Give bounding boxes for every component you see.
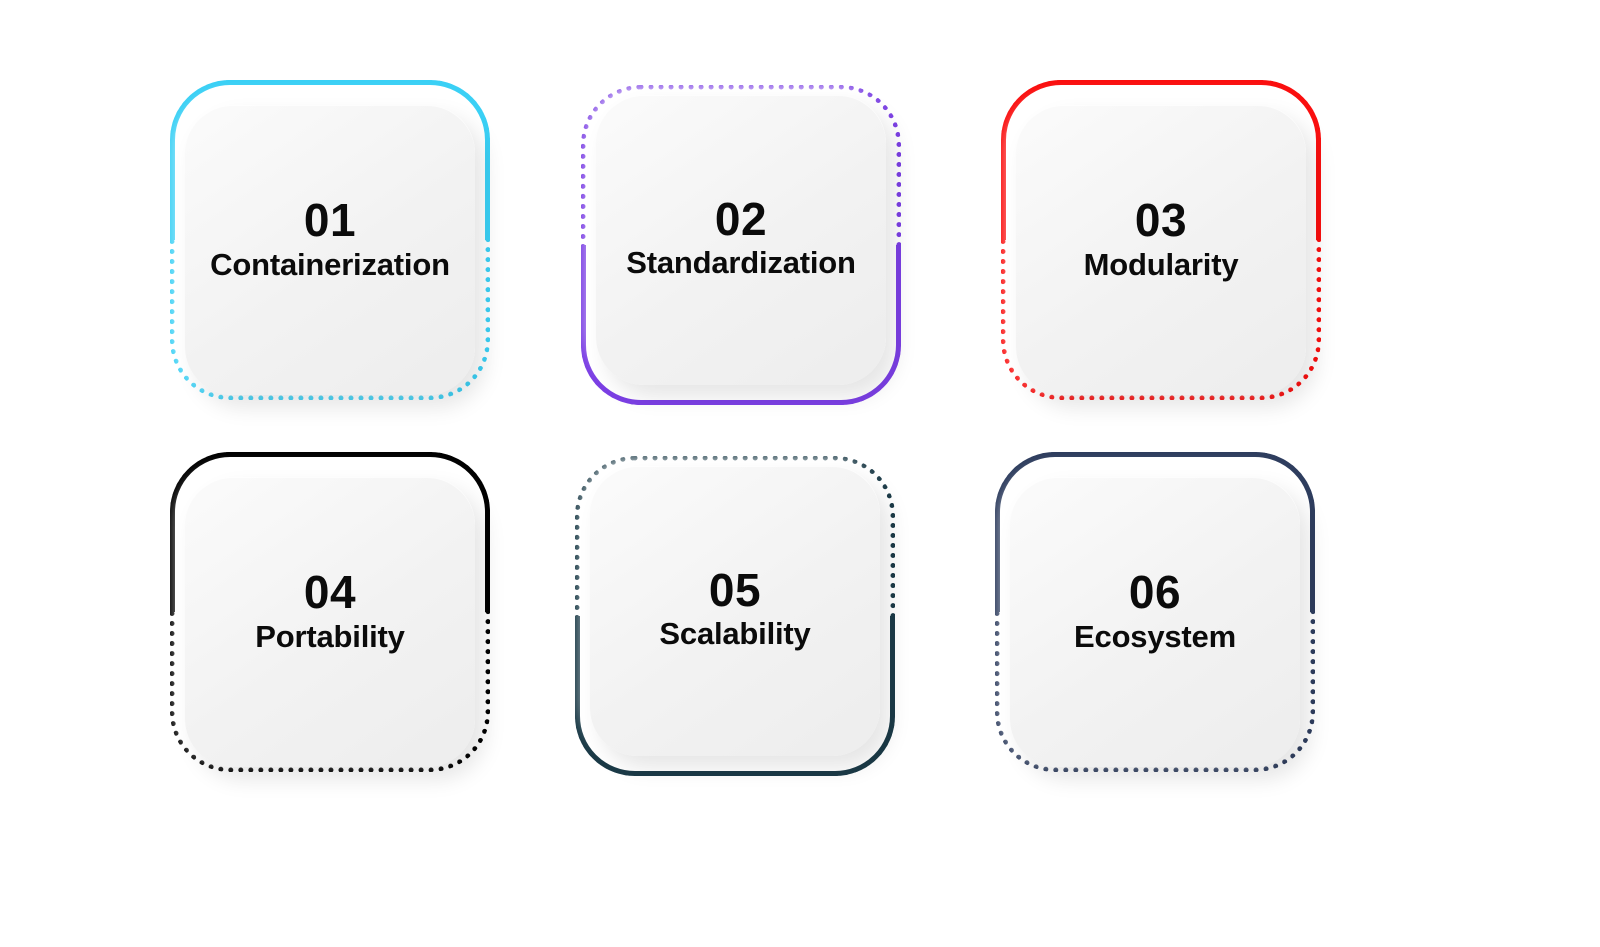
card-solid-border: [575, 616, 895, 776]
card-surface: [1016, 105, 1306, 395]
card-solid-border: [170, 80, 490, 240]
card-surface: [185, 105, 475, 395]
card-surface: [185, 477, 475, 767]
card-surface: [1010, 477, 1300, 767]
card-solid-border: [1001, 80, 1321, 240]
card-solid-border: [170, 452, 490, 612]
card-solid-border: [581, 245, 901, 405]
card-surface: [596, 95, 886, 385]
card-solid-border: [995, 452, 1315, 612]
card-surface: [590, 466, 880, 756]
